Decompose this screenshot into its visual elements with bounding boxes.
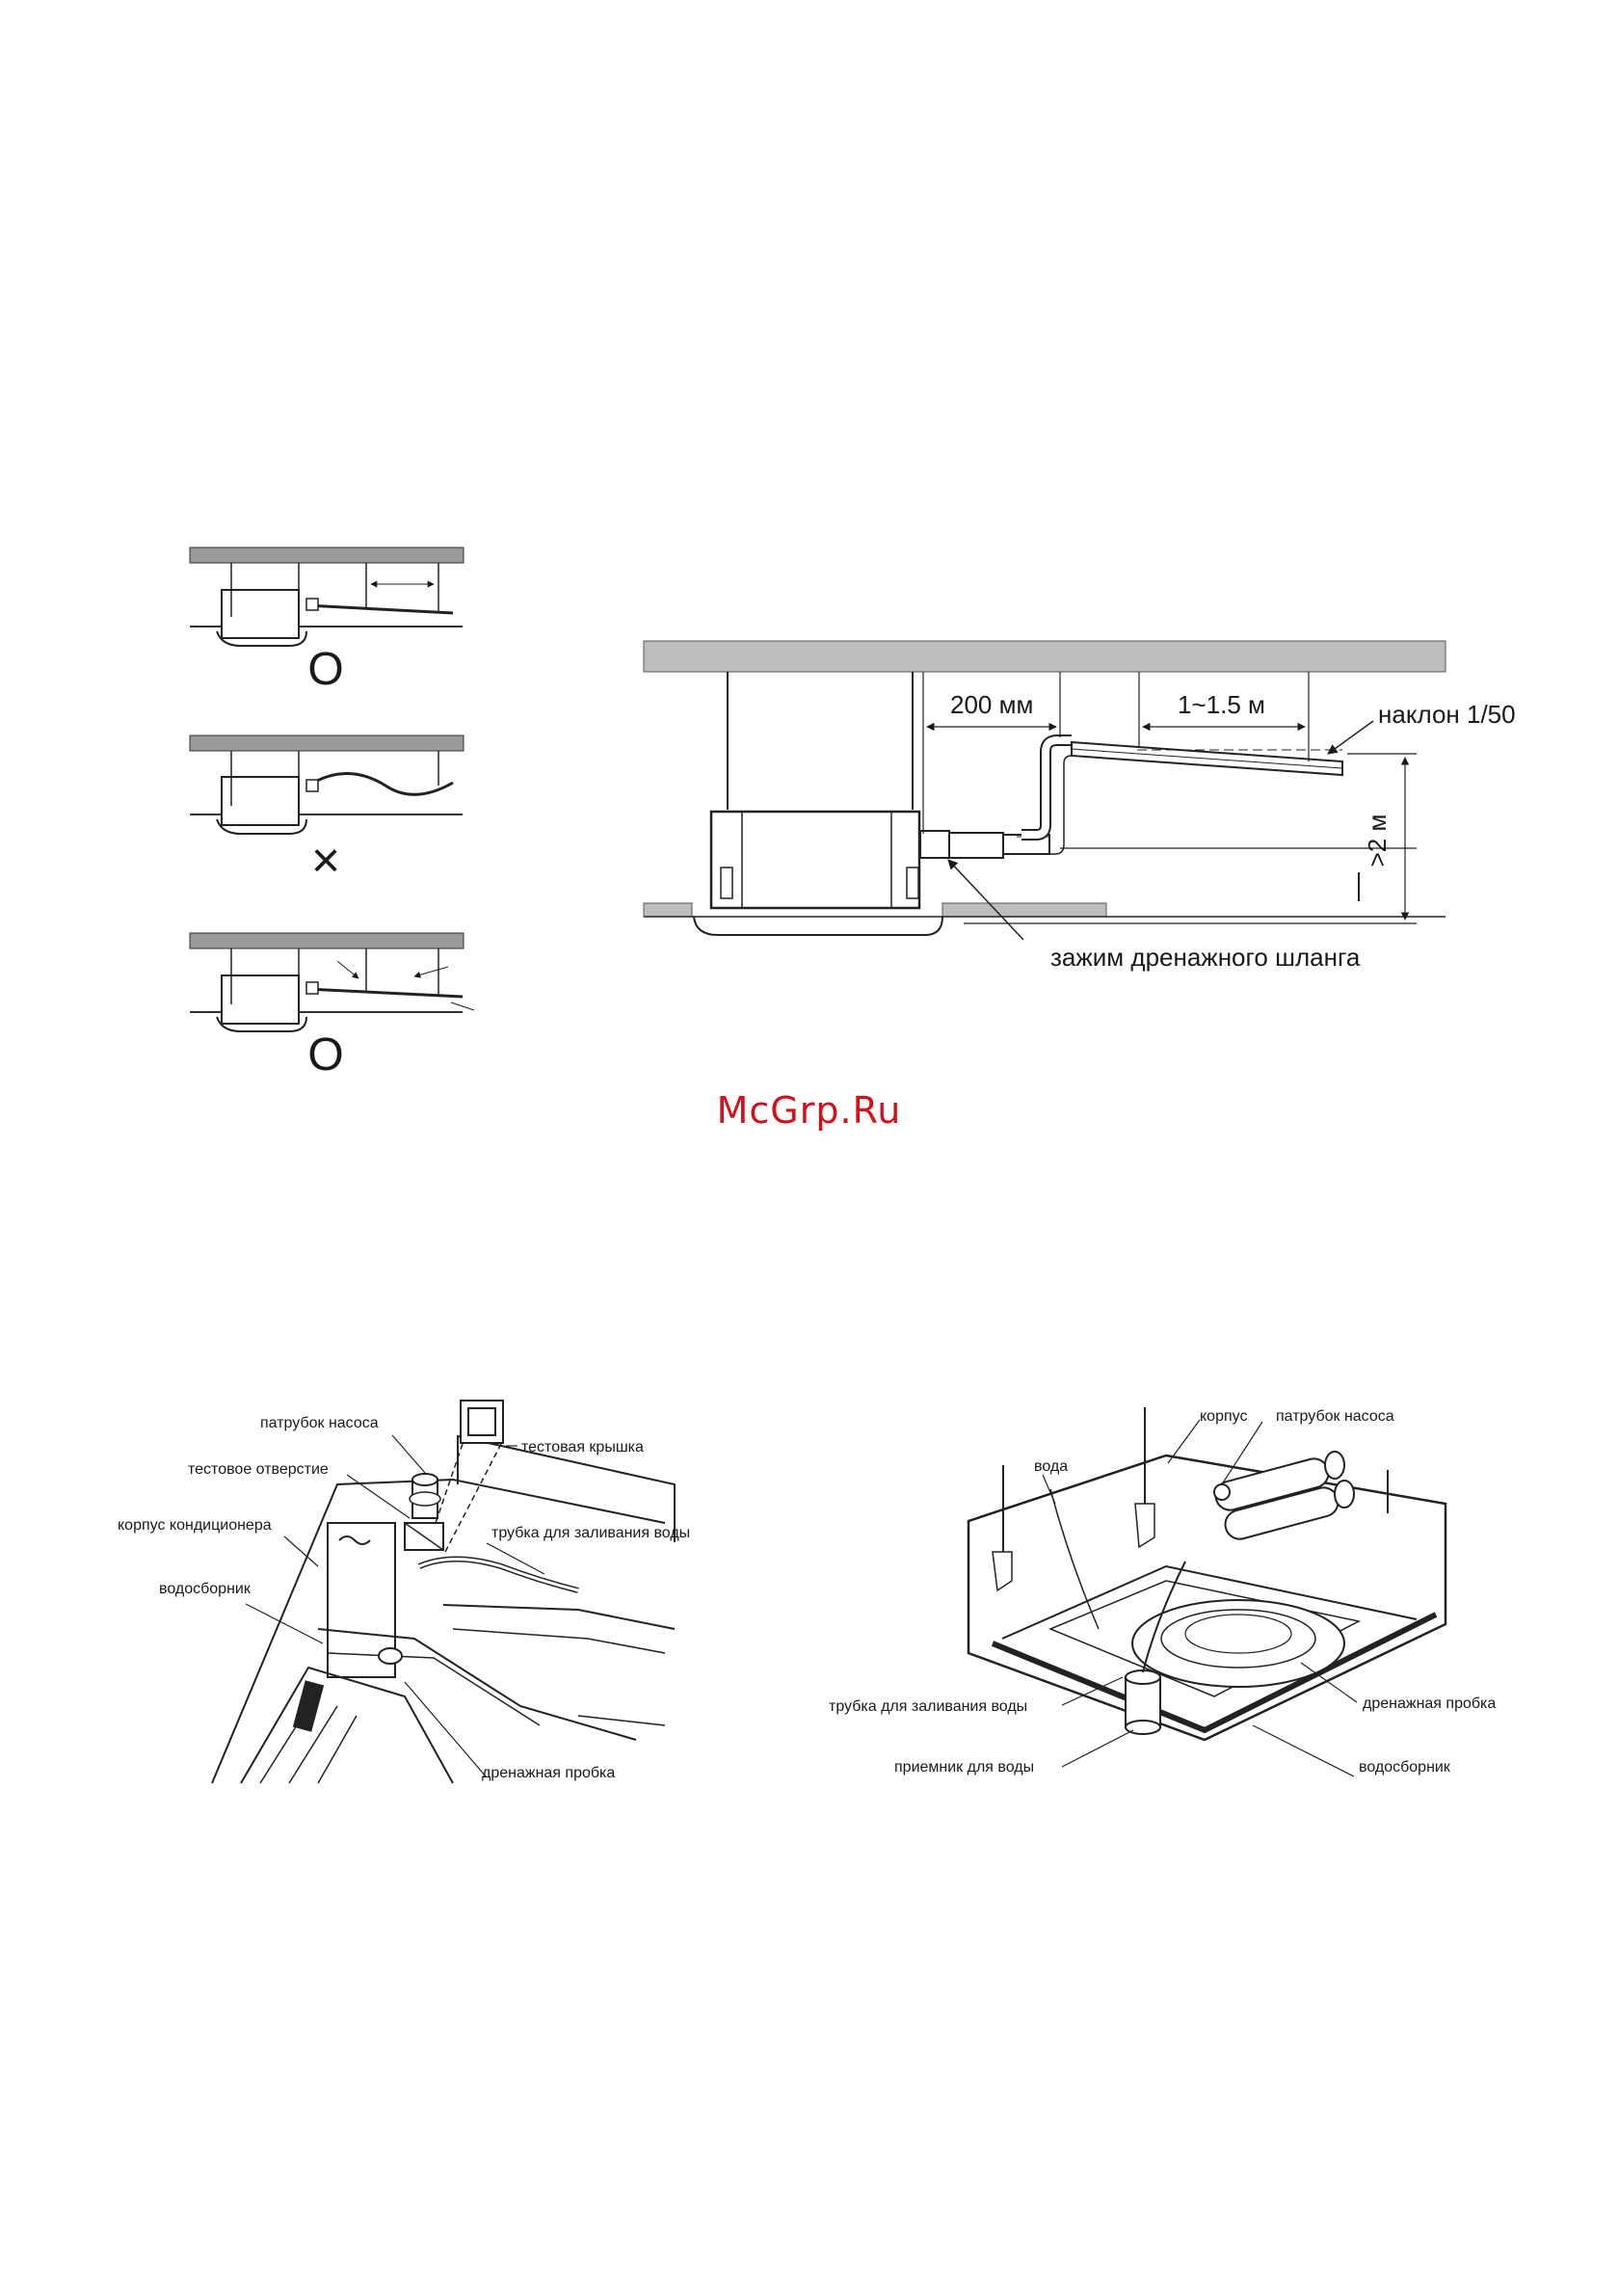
clamp-label: зажим дренажного шланга (1050, 943, 1361, 972)
label-drain-pan-left: водосборник (159, 1581, 252, 1597)
routing-mark-1: O (307, 644, 343, 695)
pump-test-detail (212, 1401, 675, 1783)
label-receiver: приемник для воды (894, 1759, 1034, 1775)
routing-example-wrong (190, 735, 464, 834)
label-drain-pan-right: водосборник (1359, 1759, 1451, 1775)
label-drain-plug-left: дренажная пробка (482, 1765, 615, 1781)
drain-pipe-diagram (644, 641, 1446, 940)
routing-example-correct-2 (190, 933, 474, 1031)
dim-span-label: 1~1.5 м (1178, 690, 1265, 719)
label-body-right: корпус (1200, 1408, 1247, 1425)
label-water: вода (1034, 1458, 1068, 1475)
label-fill-tube-left: трубка для заливания воды (491, 1525, 690, 1541)
dim-200-label: 200 мм (950, 690, 1033, 719)
label-unit-body: корпус кондиционера (118, 1517, 272, 1534)
label-test-cover: тестовая крышка (521, 1439, 644, 1455)
label-drain-plug-right: дренажная пробка (1363, 1695, 1496, 1712)
watermark: McGrp.Ru (0, 1089, 1618, 1132)
routing-mark-2: × (311, 833, 340, 889)
routing-mark-3: O (307, 1029, 343, 1081)
slope-label: наклон 1/50 (1378, 700, 1516, 729)
label-pump-nozzle-right: патрубок насоса (1276, 1408, 1394, 1425)
label-pump-nozzle-left: патрубок насоса (260, 1415, 379, 1431)
routing-example-correct-1 (190, 547, 464, 646)
height-label: >2 м (1363, 814, 1392, 868)
label-fill-tube-right: трубка для заливания воды (829, 1698, 1027, 1715)
label-test-hole: тестовое отверстие (188, 1461, 329, 1478)
